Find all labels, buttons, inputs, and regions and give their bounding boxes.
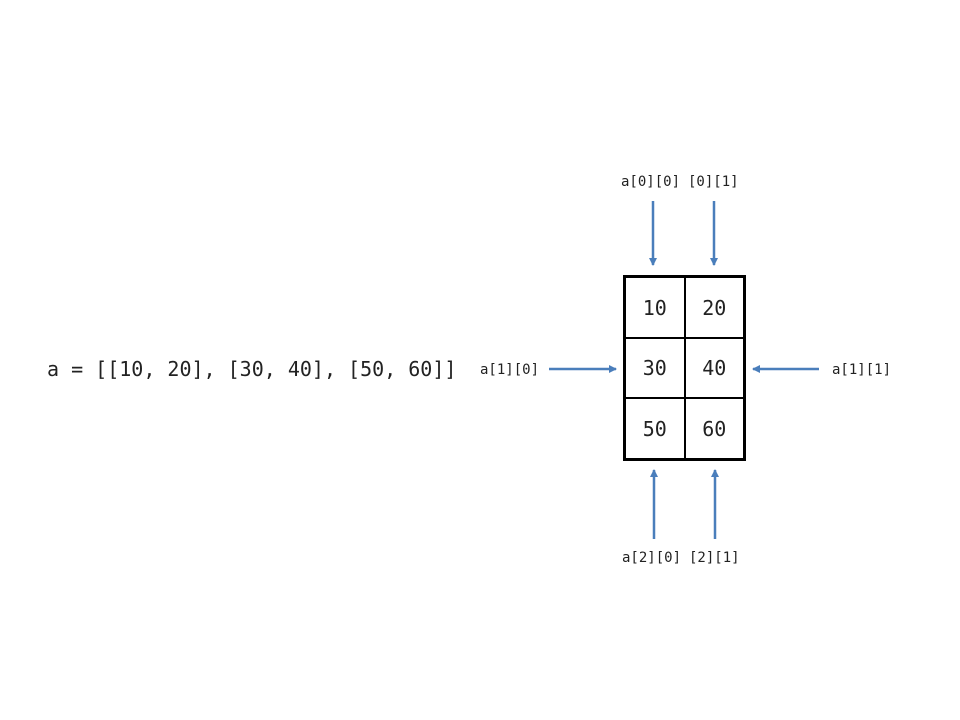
array-expression: a = [[10, 20], [30, 40], [50, 60]]	[47, 357, 457, 381]
label-a20: a[2][0]	[622, 550, 682, 566]
label-a11: a[1][1]	[832, 362, 892, 378]
cell-1-0: 30	[626, 338, 685, 398]
cell-0-1: 20	[684, 278, 743, 338]
cell-2-1: 60	[684, 398, 743, 458]
array-grid: 10 20 30 40 50 60	[623, 275, 746, 461]
label-01: [0][1]	[688, 174, 739, 190]
label-a00: a[0][0]	[621, 174, 681, 190]
label-21: [2][1]	[689, 550, 740, 566]
cell-2-0: 50	[626, 398, 685, 458]
cell-0-0: 10	[626, 278, 685, 338]
label-a10: a[1][0]	[480, 362, 540, 378]
cell-1-1: 40	[684, 338, 743, 398]
